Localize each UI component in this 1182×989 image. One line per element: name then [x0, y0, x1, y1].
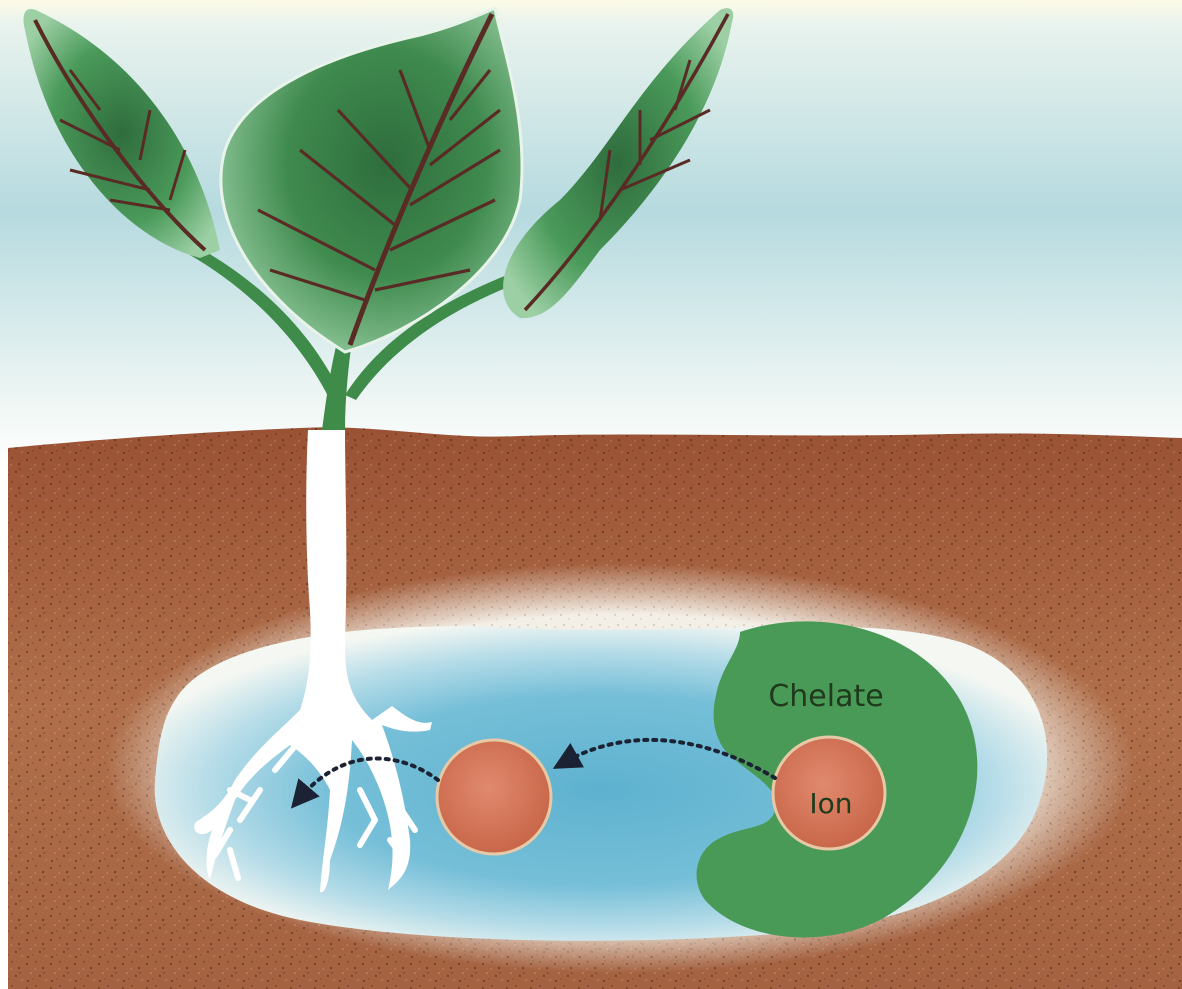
free-ion [437, 740, 551, 854]
ion-label: Ion [809, 787, 852, 820]
chelate-label: Chelate [768, 679, 883, 714]
